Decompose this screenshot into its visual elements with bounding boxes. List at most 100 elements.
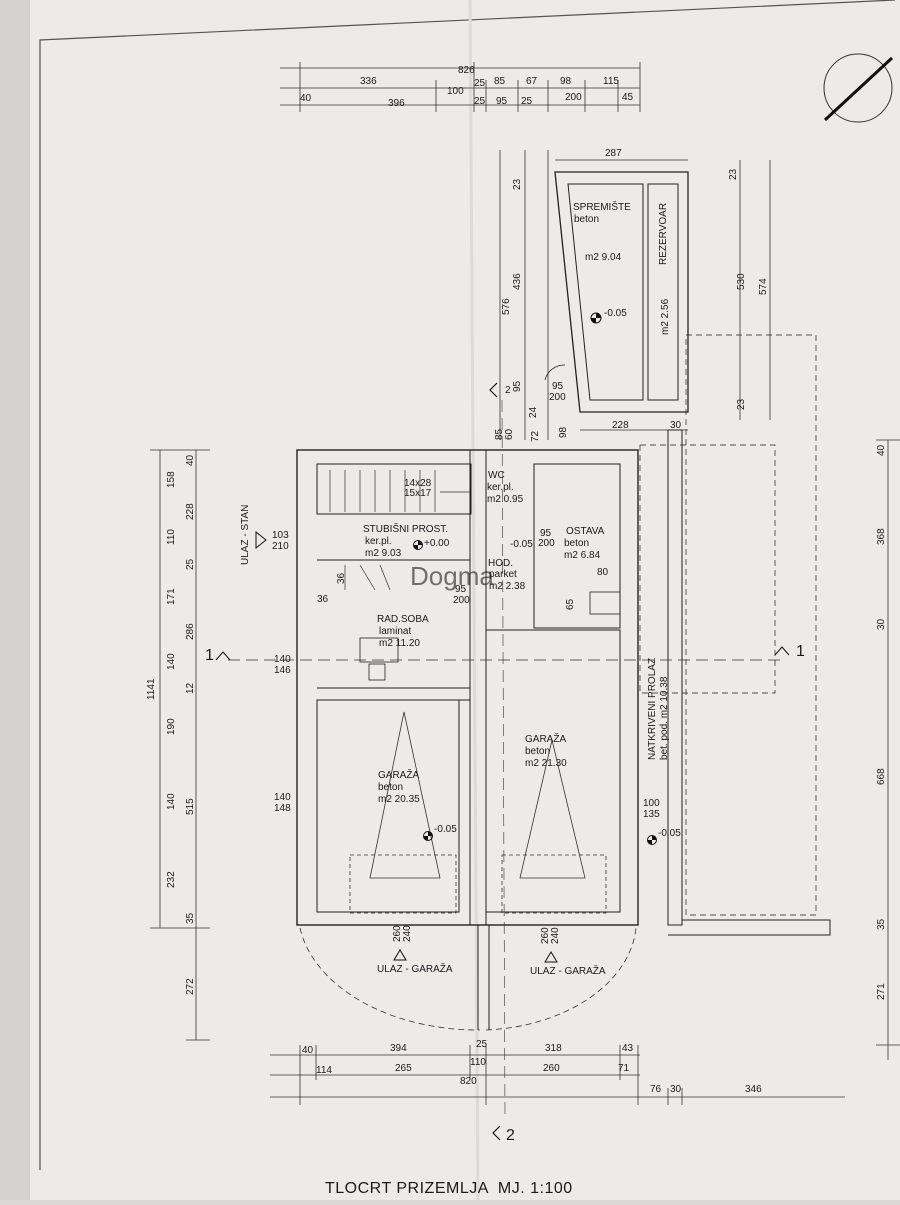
dim-bot1-318: 318 — [545, 1043, 562, 1054]
dim-left-171: 171 — [166, 588, 177, 605]
level-stubisni: +0.00 — [424, 538, 450, 549]
room-radsoba-finish: laminat — [379, 626, 411, 637]
dim-left-35: 35 — [185, 912, 196, 924]
dim-rad-door-w: 95 — [455, 584, 467, 595]
stair-spec-2: 15x17 — [404, 488, 432, 499]
dim-bot1-43: 43 — [622, 1043, 634, 1054]
level-marker-garage1-icon — [423, 831, 433, 841]
dim-spr-v3-98: 98 — [558, 426, 569, 438]
level-marker-garage2-icon — [647, 835, 657, 845]
level-spremiste: -0.05 — [604, 308, 627, 319]
dim-right-v-23a: 23 — [728, 168, 739, 180]
dim-top3-7: 45 — [622, 92, 634, 103]
dim-spr-v-436: 436 — [512, 273, 523, 290]
dim-right-368: 368 — [876, 528, 887, 545]
dim-rad-door-h: 200 — [453, 595, 470, 606]
dim-right-30: 30 — [876, 618, 887, 630]
dim-left-140: 140 — [166, 653, 177, 670]
dim-bot3-820: 820 — [460, 1076, 477, 1087]
dim-ostava-door-w: 95 — [540, 528, 552, 539]
dim-rad-36a: 36 — [336, 572, 347, 584]
dim-top2-1: 336 — [360, 76, 377, 87]
dim-left-286: 286 — [185, 623, 196, 640]
storage-vertical-dims — [499, 150, 771, 440]
main-building-walls — [296, 449, 639, 1030]
covered-passage-walls — [639, 334, 831, 936]
dim-left-158: 158 — [166, 471, 177, 488]
dim-bot1-394: 394 — [390, 1043, 407, 1054]
dim-top2-5: 67 — [526, 76, 538, 87]
room-garaza1-finish: beton — [378, 782, 403, 793]
dim-bot2-265: 265 — [395, 1063, 412, 1074]
dim-left-25: 25 — [185, 558, 196, 570]
north-arrow-icon — [823, 53, 894, 123]
dim-spr-door-h: 200 — [549, 392, 566, 403]
drawing-title: TLOCRT PRIZEMLJA MJ. 1:100 — [325, 1180, 573, 1197]
entrance-garage-1-label: ULAZ - GARAŽA — [377, 962, 453, 975]
room-spremiste-area: m2 9.04 — [585, 252, 622, 263]
dim-rad-36b: 36 — [317, 594, 329, 605]
dim-top2-7: 115 — [603, 76, 619, 87]
stair-spec: 14x28 — [404, 478, 432, 489]
dim-left-40: 40 — [185, 454, 196, 466]
dim-left-12: 12 — [185, 682, 196, 694]
entrance-apartment-label: ULAZ - STAN — [240, 505, 251, 565]
dim-top2-6: 98 — [560, 76, 572, 87]
dim-spr-v3-72: 72 — [530, 430, 541, 442]
dim-top3-2: 396 — [388, 98, 405, 109]
dim-bot3-30: 30 — [670, 1084, 682, 1095]
level-garaza1: -0.05 — [434, 824, 457, 835]
section-2-line — [501, 399, 506, 1121]
paper-fold — [468, 0, 480, 1201]
section-1-left-label: 1 — [205, 647, 214, 664]
dim-gar2-260: 260 — [540, 927, 551, 944]
dim-top3-1: 40 — [300, 93, 312, 104]
dim-right-668: 668 — [876, 768, 887, 785]
dim-gar2-240: 240 — [550, 927, 561, 944]
room-spremiste-finish: beton — [574, 214, 599, 225]
dim-bot3-76: 76 — [650, 1084, 662, 1095]
dim-top2-2: 100 — [447, 86, 464, 97]
storage-block-walls — [544, 171, 689, 413]
dim-left-140b: 140 — [166, 793, 177, 810]
dim-left-110: 110 — [166, 529, 177, 545]
dim-gar-door-w: 100 — [643, 798, 660, 809]
level-garaza2: -0.05 — [658, 828, 681, 839]
garage-car-markers — [299, 711, 637, 1031]
dim-right-40: 40 — [876, 444, 887, 456]
paper-border — [39, 0, 896, 1170]
room-garaza2-name: GARAŽA — [525, 732, 566, 745]
watermark: Dogma — [410, 561, 494, 591]
dim-spr-bottom2: 30 — [670, 420, 682, 431]
section-1-right-arrow-icon — [774, 646, 790, 656]
dim-left-515: 515 — [185, 798, 196, 815]
dim-gar-door-h: 135 — [643, 809, 660, 820]
section-2-bottom-arrow-icon — [492, 1125, 501, 1141]
room-rezervoar-name: REZERVOAR — [658, 203, 669, 265]
section-1-left-arrow-icon — [215, 651, 231, 661]
room-rezervoar-area: m2 2.56 — [660, 298, 671, 335]
dim-top3-3: 25 — [474, 96, 486, 107]
dim-right-271: 271 — [876, 983, 887, 1000]
dim-window2-w: 140 — [274, 792, 291, 803]
desk — [359, 637, 399, 663]
entrance-garage-1-arrow-icon — [393, 949, 407, 961]
chair — [368, 663, 386, 681]
level-marker-stair-icon — [413, 540, 423, 550]
dim-spr-v3-60: 60 — [504, 428, 515, 440]
room-hodnik-name: HOD. — [488, 558, 513, 569]
left-dimensions — [150, 449, 210, 1041]
entrance-apartment-arrow-icon — [255, 530, 267, 550]
level-hodnik: -0.05 — [510, 539, 533, 550]
room-wc-area: m2 0.95 — [487, 494, 524, 505]
top-dimensions — [280, 62, 641, 112]
room-ostava-area: m2 6.84 — [564, 550, 601, 561]
right-edge-dimensions — [876, 439, 900, 1060]
room-wc-name: WC — [488, 470, 505, 481]
dim-bot2-260: 260 — [543, 1063, 560, 1074]
dim-top2-4: 85 — [494, 76, 506, 87]
room-garaza1-area: m2 20.35 — [378, 794, 420, 805]
dim-top3-5: 25 — [521, 96, 533, 107]
dim-top2-3: 25 — [474, 78, 486, 89]
paper-background — [20, 0, 900, 1200]
